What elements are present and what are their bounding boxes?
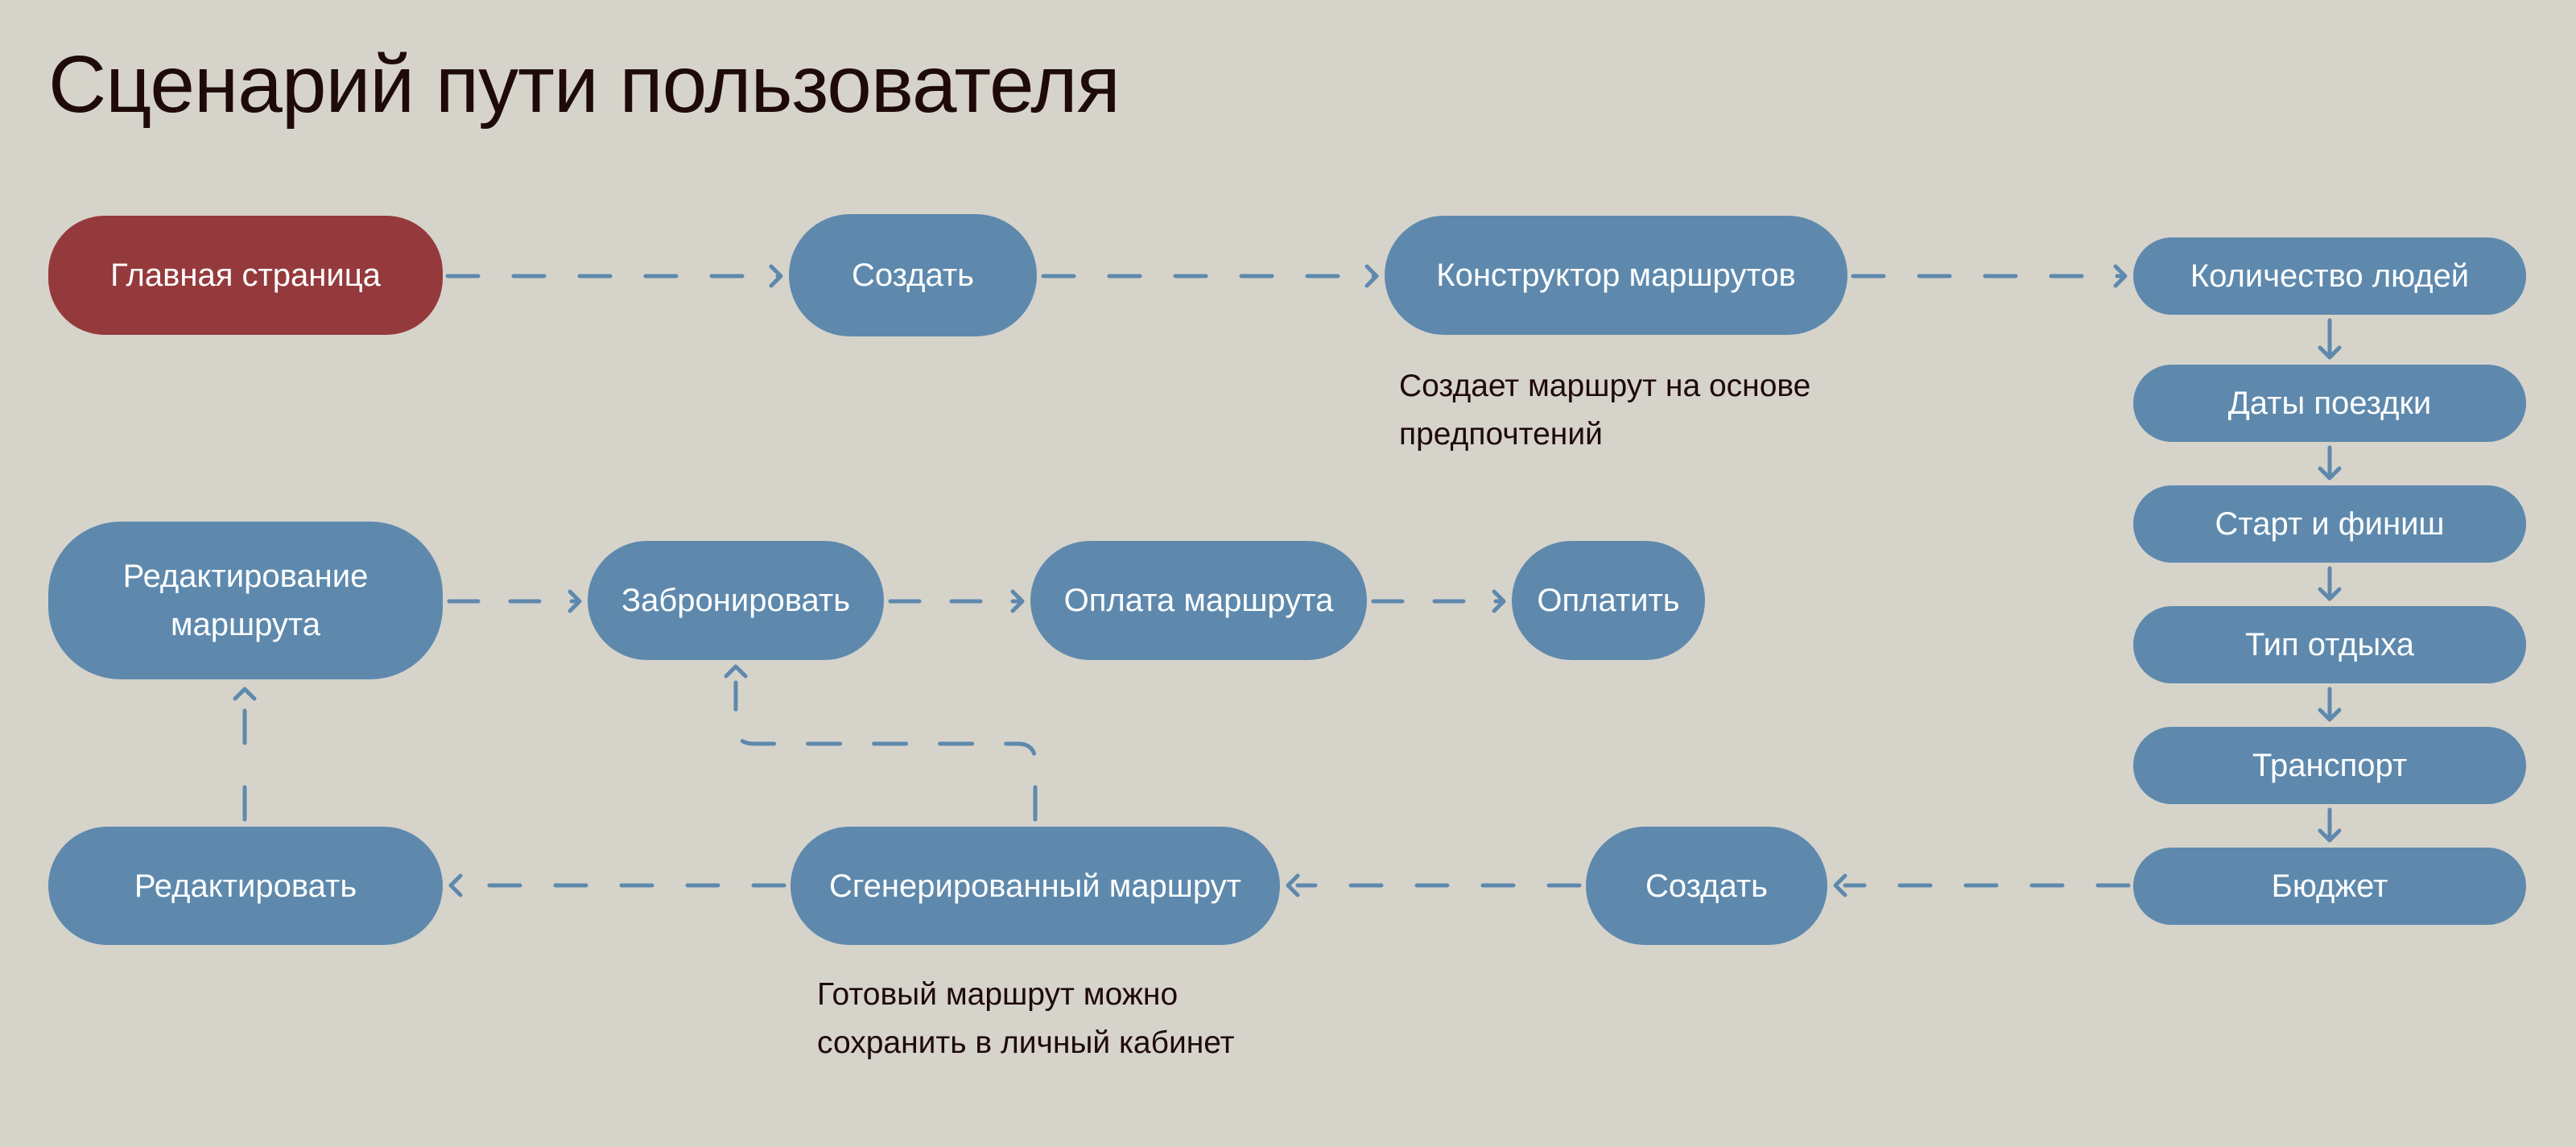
note-line: Готовый маршрут можно [817, 977, 1179, 1012]
node-label: Тип отдыха [2244, 627, 2415, 662]
node-home-page[interactable]: Главная страница [48, 216, 443, 335]
node-label: Оплатить [1537, 583, 1680, 618]
node-budget[interactable]: Бюджет [2133, 848, 2526, 925]
node-create-bottom[interactable]: Создать [1586, 827, 1827, 945]
edge-dates-to-startfinish [2318, 445, 2342, 481]
node-people-count[interactable]: Количество людей [2133, 237, 2526, 315]
edge-generated-to-book [733, 680, 1038, 822]
arrowhead-right-icon [1492, 589, 1506, 613]
node-label: Редактировать [134, 868, 357, 904]
node-route-payment[interactable]: Оплата маршрута [1030, 541, 1367, 660]
node-label: Конструктор маршрутов [1436, 258, 1796, 293]
node-label: Бюджет [2271, 869, 2388, 904]
node-label: Транспорт [2252, 748, 2408, 783]
node-edit[interactable]: Редактировать [48, 827, 443, 945]
node-label: Оплата маршрута [1063, 583, 1334, 618]
node-book[interactable]: Забронировать [588, 541, 884, 660]
node-start-finish[interactable]: Старт и финиш [2133, 485, 2526, 563]
node-transport[interactable]: Транспорт [2133, 727, 2526, 804]
node-label: Забронировать [621, 583, 851, 618]
arrowhead-right-icon [1364, 264, 1379, 288]
arrowhead-right-icon [2113, 264, 2128, 288]
node-label: Сгенерированный маршрут [829, 868, 1241, 904]
edge-people-to-dates [2318, 318, 2342, 360]
node-generated-route[interactable]: Сгенерированный маршрут [791, 827, 1280, 945]
arrowhead-left-icon [1286, 873, 1300, 897]
arrowhead-right-icon [568, 589, 582, 613]
node-pay[interactable]: Оплатить [1512, 541, 1705, 660]
note-line: предпочтений [1399, 417, 1603, 452]
node-rest-type[interactable]: Тип отдыха [2133, 606, 2526, 683]
node-route-editing[interactable]: Редактирование маршрута [48, 522, 443, 679]
note-line: сохранить в личный кабинет [817, 1025, 1235, 1060]
node-label: Главная страница [110, 258, 381, 293]
arrowhead-left-icon [448, 873, 463, 897]
node-label: Старт и финиш [2215, 506, 2445, 542]
node-label: Даты поездки [2227, 386, 2432, 421]
route-builder-note: Создает маршрут на основе предпочтений [1399, 362, 1810, 459]
arrowhead-up-icon [233, 687, 257, 701]
generated-route-note: Готовый маршрут можно сохранить в личный… [817, 971, 1235, 1067]
edge-transport-to-budget [2318, 807, 2342, 843]
node-route-builder[interactable]: Конструктор маршрутов [1385, 216, 1847, 335]
arrowhead-left-icon [1833, 873, 1847, 897]
edge-startfinish-to-resttype [2318, 566, 2342, 601]
node-create-top[interactable]: Создать [789, 214, 1037, 336]
node-label: Редактирование маршрута [122, 559, 369, 642]
note-line: Создает маршрут на основе [1399, 369, 1811, 403]
arrowhead-up-icon [724, 664, 748, 679]
edge-resttype-to-transport [2318, 687, 2342, 722]
node-label: Создать [1645, 868, 1768, 904]
node-label: Создать [851, 258, 974, 293]
page-title: Сценарий пути пользователя [48, 39, 1121, 130]
node-trip-dates[interactable]: Даты поездки [2133, 365, 2526, 442]
node-label: Количество людей [2190, 258, 2470, 294]
arrowhead-right-icon [769, 264, 783, 288]
arrowhead-right-icon [1010, 589, 1025, 613]
